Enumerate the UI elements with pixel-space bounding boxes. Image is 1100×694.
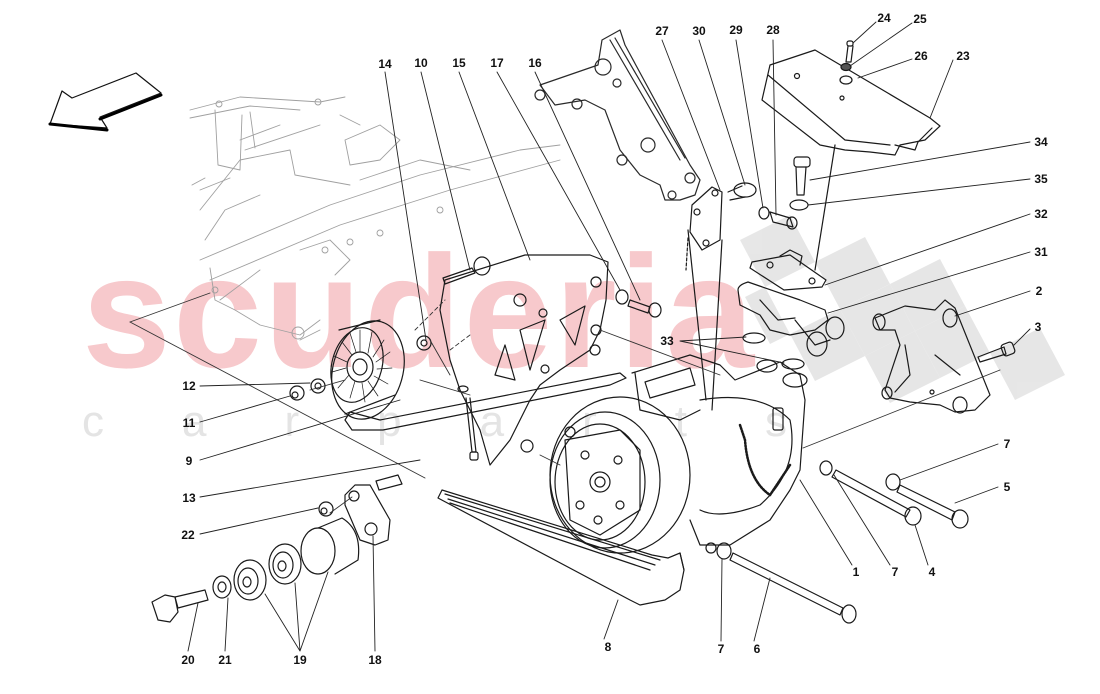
washer-21 bbox=[212, 575, 232, 599]
callout-31[interactable]: 31 bbox=[1034, 245, 1048, 259]
callout-33[interactable]: 33 bbox=[660, 334, 674, 348]
heat-shield-23 bbox=[761, 49, 941, 271]
bolt-6 bbox=[729, 552, 857, 624]
callout-6[interactable]: 6 bbox=[753, 642, 761, 656]
washer-7b bbox=[885, 473, 901, 491]
direction-arrow-icon bbox=[48, 72, 163, 132]
belt-guard-strip bbox=[344, 372, 627, 431]
ac-compressor-1 bbox=[549, 354, 808, 554]
callout-26[interactable]: 26 bbox=[914, 49, 928, 63]
bracket-2 bbox=[872, 299, 991, 414]
callout-30[interactable]: 30 bbox=[692, 24, 706, 38]
callout-35[interactable]: 35 bbox=[1034, 172, 1048, 186]
bearing-19a bbox=[233, 559, 267, 601]
o-ring-33b bbox=[781, 358, 805, 370]
bearing-19b bbox=[268, 543, 302, 585]
assembly-lines bbox=[129, 292, 1001, 514]
callout-12[interactable]: 12 bbox=[182, 379, 196, 393]
o-ring-33a bbox=[742, 332, 766, 344]
hose-manifold-31 bbox=[737, 281, 845, 357]
callout-17[interactable]: 17 bbox=[490, 56, 504, 70]
screw-28-washer-29 bbox=[758, 206, 798, 230]
callout-7b[interactable]: 7 bbox=[891, 565, 899, 579]
washer-26 bbox=[839, 75, 853, 85]
callout-11[interactable]: 11 bbox=[182, 416, 196, 430]
bolt-16 bbox=[627, 299, 662, 318]
callout-15[interactable]: 15 bbox=[452, 56, 466, 70]
callout-23[interactable]: 23 bbox=[956, 49, 970, 63]
callout-22[interactable]: 22 bbox=[181, 528, 195, 542]
nut-11 bbox=[289, 385, 305, 401]
callout-5[interactable]: 5 bbox=[1003, 480, 1011, 494]
callout-13[interactable]: 13 bbox=[182, 491, 196, 505]
spacer-19c bbox=[300, 517, 360, 575]
screw-24 bbox=[845, 40, 854, 63]
callout-25[interactable]: 25 bbox=[913, 12, 927, 26]
bracket-27 bbox=[685, 186, 723, 411]
tensioner-bracket-18 bbox=[344, 474, 403, 546]
callout-29[interactable]: 29 bbox=[729, 23, 743, 37]
callout-7c[interactable]: 7 bbox=[717, 642, 725, 656]
callout-27[interactable]: 27 bbox=[655, 24, 669, 38]
callout-21[interactable]: 21 bbox=[218, 653, 232, 667]
callout-8[interactable]: 8 bbox=[604, 640, 612, 654]
watermark-carparts: carparts bbox=[82, 397, 865, 446]
engine-sump-outline bbox=[189, 96, 561, 341]
washer-7a bbox=[819, 460, 833, 476]
bracket-lower-bolt bbox=[457, 385, 479, 461]
bolt-20 bbox=[151, 589, 209, 623]
callout-16[interactable]: 16 bbox=[528, 56, 542, 70]
callout-34[interactable]: 34 bbox=[1034, 135, 1048, 149]
callout-2[interactable]: 2 bbox=[1035, 284, 1043, 298]
bolt-5 bbox=[896, 484, 969, 529]
callout-18[interactable]: 18 bbox=[368, 653, 382, 667]
callout-28[interactable]: 28 bbox=[766, 23, 780, 37]
callout-9[interactable]: 9 bbox=[185, 454, 193, 468]
callout-19[interactable]: 19 bbox=[293, 653, 307, 667]
callout-32[interactable]: 32 bbox=[1034, 207, 1048, 221]
idler-pulley-9 bbox=[330, 319, 405, 420]
drive-belt-8 bbox=[437, 489, 685, 606]
callout-20[interactable]: 20 bbox=[181, 653, 195, 667]
callout-3[interactable]: 3 bbox=[1034, 320, 1042, 334]
nut-22 bbox=[318, 501, 334, 517]
washer-14 bbox=[416, 335, 432, 351]
washer-17 bbox=[615, 289, 629, 305]
clamp-30 bbox=[727, 182, 757, 201]
engine-mount-bracket bbox=[534, 29, 701, 201]
bolt-4 bbox=[831, 469, 922, 526]
callout-24[interactable]: 24 bbox=[877, 11, 891, 25]
callout-10[interactable]: 10 bbox=[414, 56, 428, 70]
callout-7a[interactable]: 7 bbox=[1003, 437, 1011, 451]
bolt-10 bbox=[442, 256, 491, 285]
callout-4[interactable]: 4 bbox=[928, 565, 936, 579]
washer-35 bbox=[789, 199, 809, 211]
bolt-34 bbox=[793, 156, 811, 196]
compressor-bracket-15 bbox=[439, 254, 609, 466]
screw-3 bbox=[977, 341, 1016, 363]
washer-7c bbox=[716, 542, 732, 560]
callout-14[interactable]: 14 bbox=[378, 57, 392, 71]
washer-25 bbox=[840, 62, 852, 72]
plate-32 bbox=[749, 249, 827, 291]
callout-1[interactable]: 1 bbox=[852, 565, 860, 579]
leader-lines bbox=[187, 21, 1031, 652]
